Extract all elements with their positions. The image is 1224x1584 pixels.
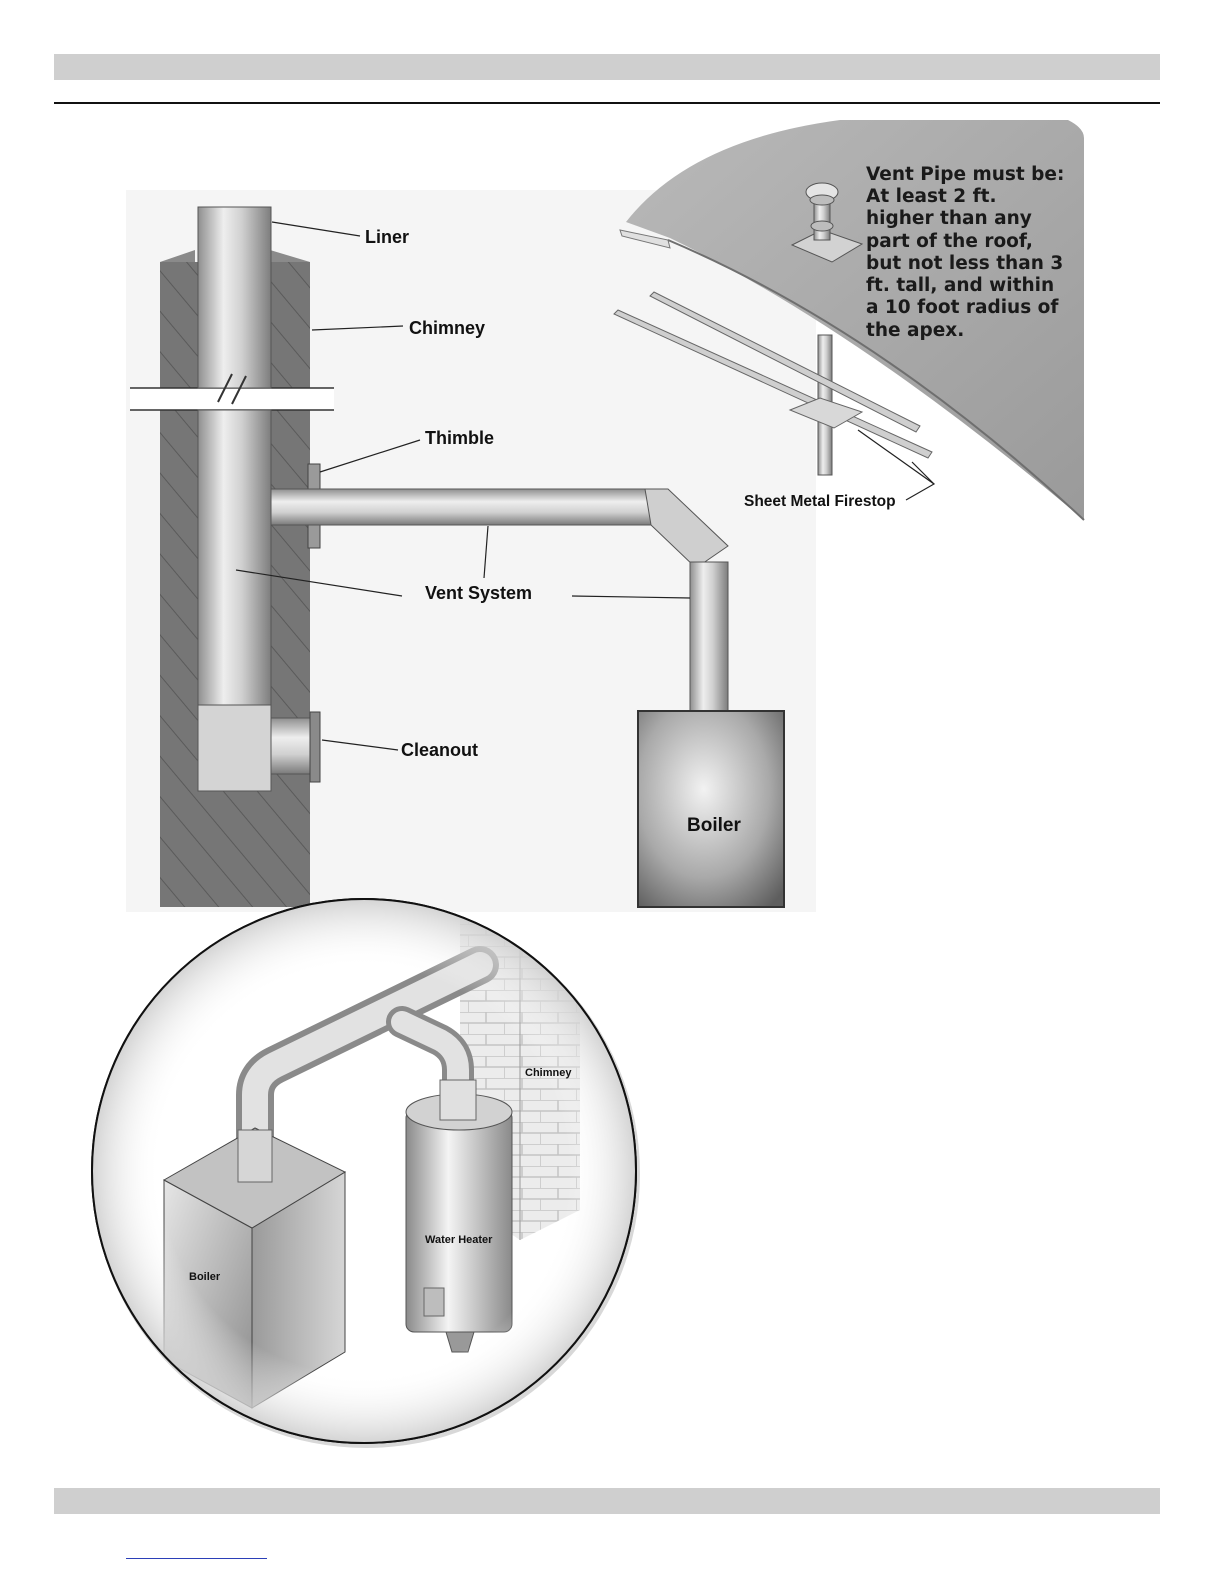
label-thimble: Thimble: [425, 428, 494, 448]
roof-note-line: the apex.: [866, 320, 964, 341]
roof-note-line: part of the roof,: [866, 231, 1033, 252]
roof-note-line: Vent Pipe must be:: [866, 164, 1064, 185]
label-boiler: Boiler: [687, 815, 741, 836]
boiler-unit: [638, 711, 784, 907]
circular-inset: [92, 899, 640, 1448]
roof-note-line: higher than any: [866, 208, 1032, 229]
label-chimney: Chimney: [409, 318, 485, 338]
inset-label-boiler: Boiler: [189, 1271, 221, 1283]
label-vent-system: Vent System: [425, 583, 532, 603]
roof-note-line: ft. tall, and within: [866, 275, 1054, 296]
label-liner: Liner: [365, 227, 409, 247]
inset-label-chimney: Chimney: [525, 1067, 572, 1079]
label-cleanout: Cleanout: [401, 740, 478, 760]
roof-note-line: a 10 foot radius of: [866, 297, 1059, 318]
inset-label-water-heater: Water Heater: [425, 1234, 493, 1246]
roof-note-line: At least 2 ft.: [866, 186, 997, 207]
label-sheet-metal-firestop: Sheet Metal Firestop: [744, 493, 896, 510]
roof-note-line: but not less than 3: [866, 253, 1063, 274]
